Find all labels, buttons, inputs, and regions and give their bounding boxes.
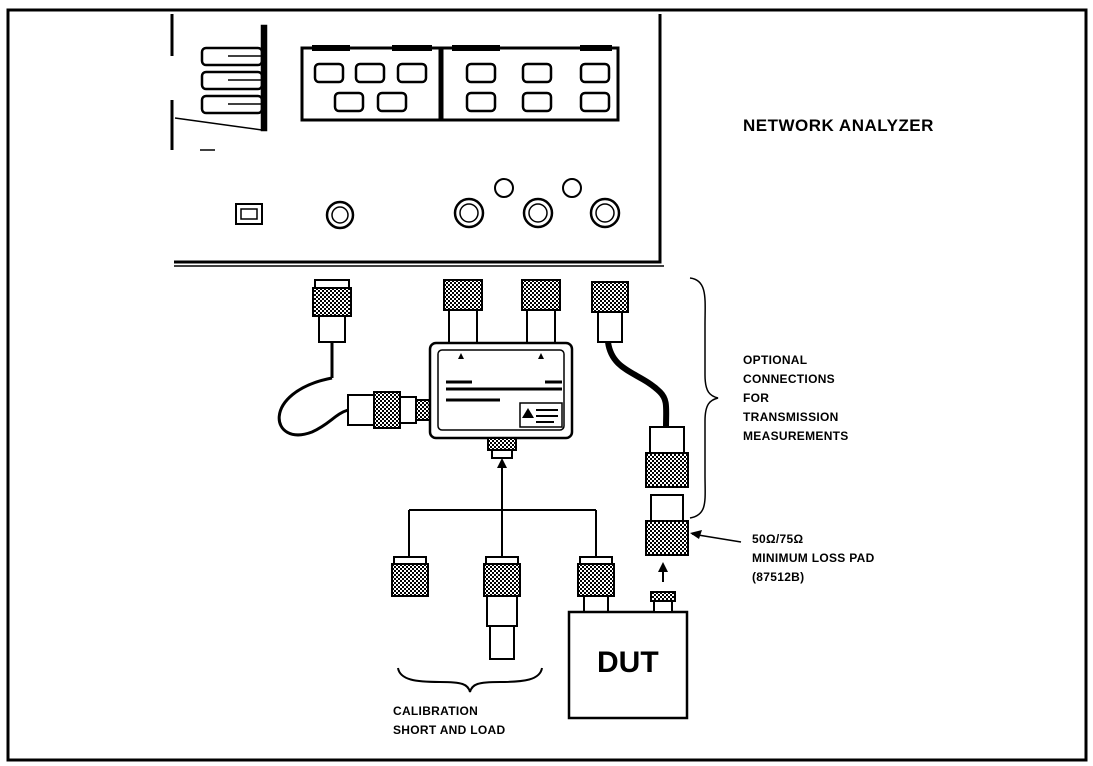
softkey-buttons bbox=[200, 24, 268, 132]
transmission-cable bbox=[591, 281, 689, 488]
optional-brace bbox=[689, 277, 719, 519]
measurements-line: MEASUREMENTS bbox=[743, 429, 849, 443]
minimum-loss-pad bbox=[645, 494, 742, 556]
figure-border bbox=[6, 8, 1088, 762]
front-ports bbox=[235, 178, 621, 230]
pad-name-line: MINIMUM LOSS PAD bbox=[752, 551, 875, 565]
calibration-label: CALIBRATION SHORT AND LOAD bbox=[393, 702, 505, 740]
pad-model-line: (87512B) bbox=[752, 570, 805, 584]
dut-label: DUT bbox=[597, 646, 659, 679]
device-under-test bbox=[567, 562, 689, 720]
calibration-line: CALIBRATION bbox=[393, 704, 479, 718]
calibration-standards bbox=[391, 509, 615, 660]
transmission-reflection-test-set bbox=[428, 279, 574, 600]
network-analyzer-panel bbox=[170, 14, 664, 267]
reflection-cable-connector bbox=[277, 279, 431, 437]
optional-line: OPTIONAL bbox=[743, 353, 808, 367]
loss-pad-label: 50Ω/75Ω MINIMUM LOSS PAD (87512B) bbox=[752, 530, 875, 587]
key-block-left bbox=[300, 45, 442, 122]
network-analyzer-label: NETWORK ANALYZER bbox=[743, 116, 934, 135]
calibration-brace bbox=[397, 667, 543, 693]
impedance-line: 50Ω/75Ω bbox=[752, 532, 804, 546]
optional-connections-label: OPTIONAL CONNECTIONS FOR TRANSMISSION ME… bbox=[743, 351, 849, 446]
short-and-load-line: SHORT AND LOAD bbox=[393, 723, 506, 737]
connections-line: CONNECTIONS bbox=[743, 372, 835, 386]
for-line: FOR bbox=[743, 391, 770, 405]
transmission-line: TRANSMISSION bbox=[743, 410, 839, 424]
key-block-right bbox=[440, 45, 620, 122]
